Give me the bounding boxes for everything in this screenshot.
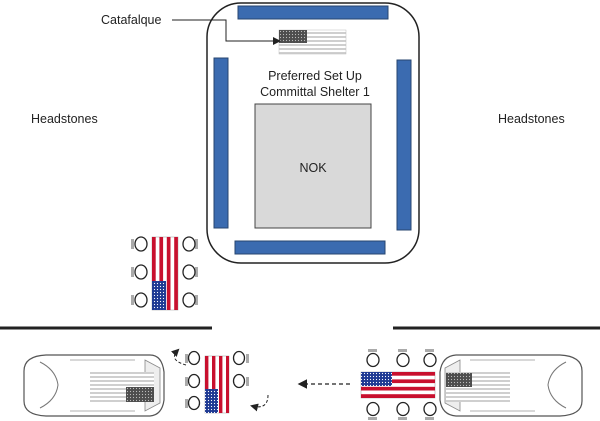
bench-left xyxy=(213,57,229,229)
catafalque-label: Catafalque xyxy=(101,13,162,27)
setup-title-line1: Preferred Set Up xyxy=(268,69,362,83)
bench-bottom xyxy=(234,240,386,255)
bench-top xyxy=(237,5,389,20)
headstones-left-label: Headstones xyxy=(31,112,98,126)
nok-label: NOK xyxy=(299,161,327,175)
hearse-right xyxy=(439,354,583,417)
headstones-right-label: Headstones xyxy=(498,112,565,126)
rotate-arrow-upper xyxy=(170,348,187,366)
bench-right xyxy=(396,59,412,231)
casket-transfer-with-bearers xyxy=(170,348,269,414)
hearse-left xyxy=(23,354,165,417)
nok-area xyxy=(254,103,372,229)
bearer-icons-left xyxy=(131,236,148,308)
setup-title-line2: Committal Shelter 1 xyxy=(260,85,370,99)
bearer-icons-right xyxy=(182,236,198,308)
casket-at-shelter-with-bearers xyxy=(131,236,198,311)
casket-from-hearse-with-bearers xyxy=(360,349,437,420)
rotate-arrow-lower xyxy=(250,394,269,412)
catafalque-casket xyxy=(278,29,347,55)
catafalque-leader-line xyxy=(172,19,281,45)
